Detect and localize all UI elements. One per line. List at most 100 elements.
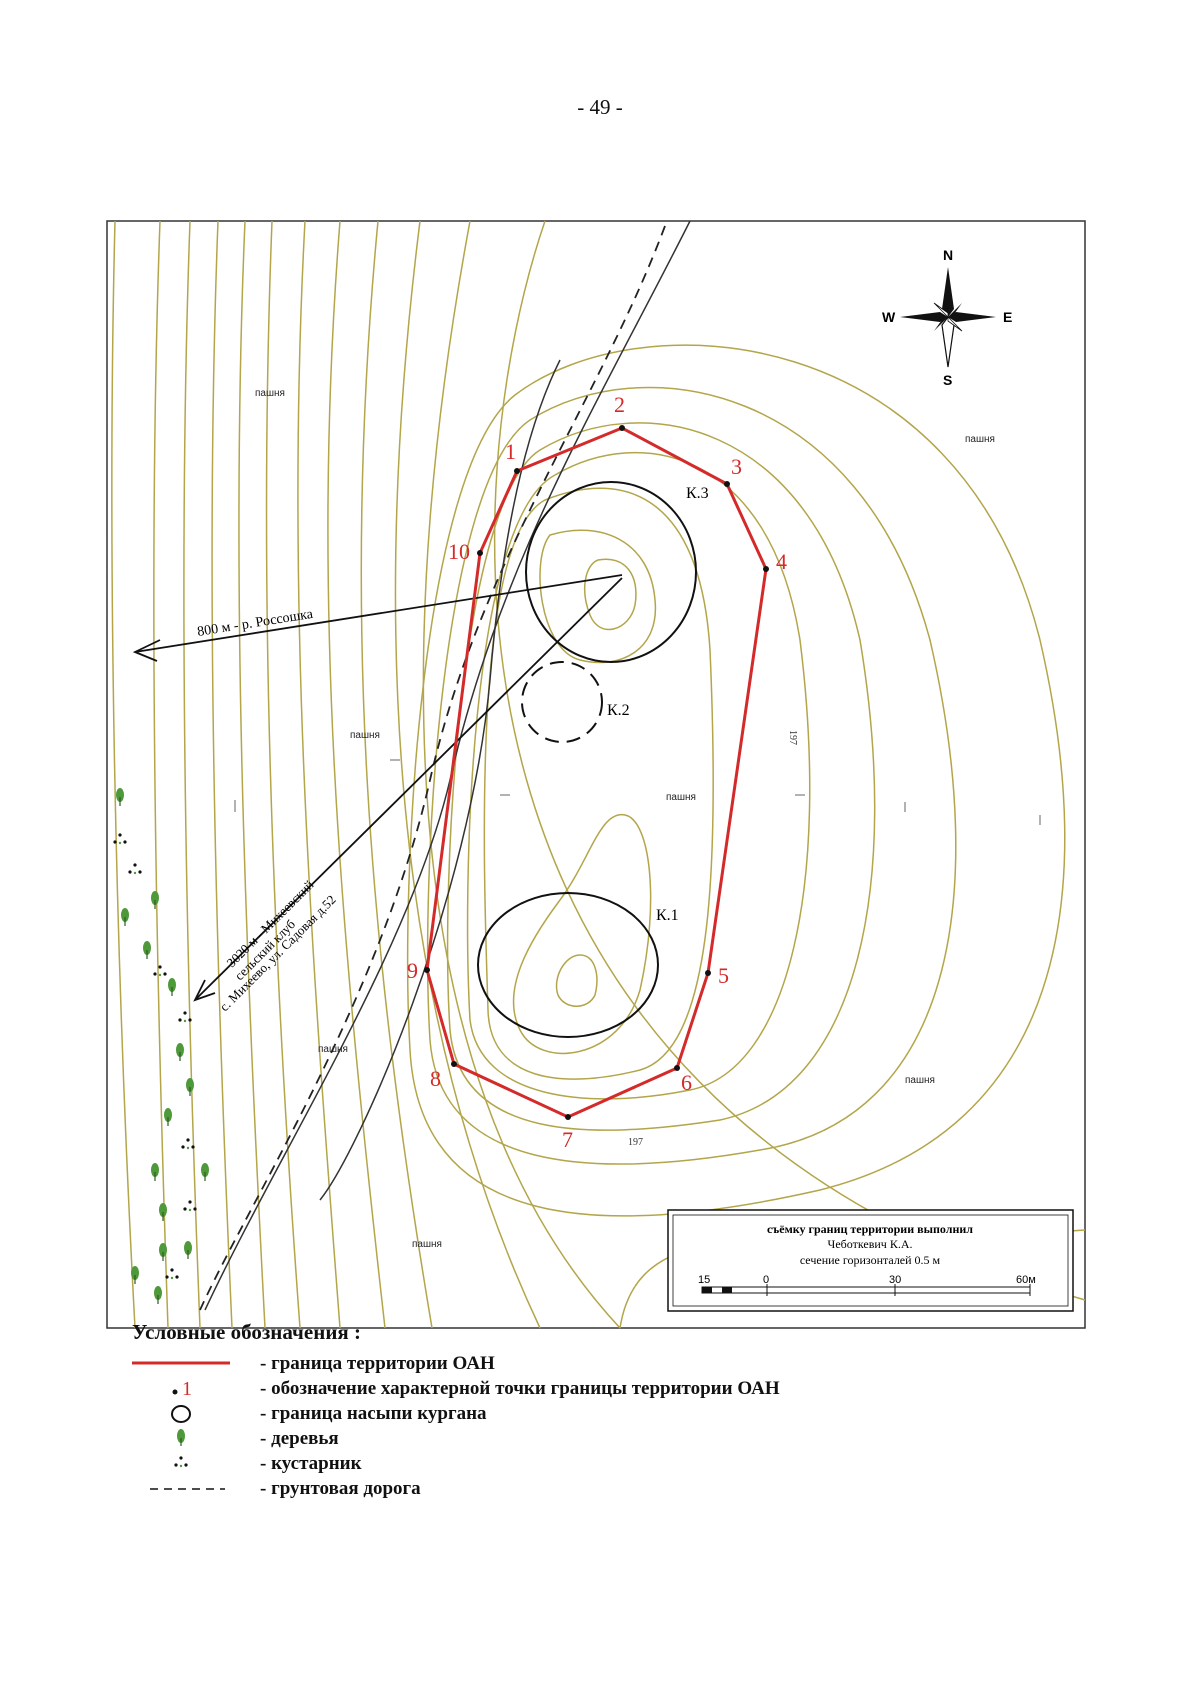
boundary-point-label: 3 [731, 454, 742, 479]
boundary-point-label: 10 [448, 539, 470, 564]
boundary-point-label: 4 [776, 549, 787, 574]
scale-label: 30 [889, 1274, 901, 1286]
tree-icon [143, 941, 151, 959]
contour-label: 197 [628, 1137, 643, 1148]
legend-item: - граница насыпи кургана [120, 1401, 1020, 1426]
boundary-point [565, 1114, 571, 1120]
shrub-icon [153, 965, 167, 977]
tree-icon [168, 978, 176, 996]
legend-text: - граница насыпи кургана [260, 1402, 487, 1424]
vegetation [113, 788, 209, 1304]
grid-ticks [234, 759, 1041, 825]
field-label: пашня [318, 1044, 348, 1055]
boundary-point [451, 1061, 457, 1067]
river-arrow-label: 800 м - р. Россошка [196, 607, 315, 640]
legend-text: - грунтовая дорога [260, 1477, 421, 1499]
mound-label: К.3 [686, 485, 709, 502]
boundary-point [619, 425, 625, 431]
tree-icon [184, 1241, 192, 1259]
club-arrow-labels: 3020 м - Михеевский сельский клуб с. Мих… [217, 877, 339, 1014]
survey-line1: съёмку границ территории выполнил [767, 1222, 973, 1236]
legend-item: - деревья [120, 1426, 1020, 1451]
shrub-icon [183, 1200, 197, 1212]
boundary-point [705, 970, 711, 976]
compass-s: S [943, 372, 952, 388]
legend-item: 1 - обозначение характерной точки границ… [120, 1376, 1020, 1401]
boundary-point [724, 481, 730, 487]
road-solid [204, 220, 691, 1311]
tree-icon [186, 1078, 194, 1096]
compass-e: E [1003, 309, 1012, 325]
tree-icon [154, 1286, 162, 1304]
legend-item: - кустарник [120, 1451, 1020, 1476]
tree-icon [151, 1163, 159, 1181]
mound-k2: К.2 [521, 661, 630, 743]
field-label: пашня [965, 434, 995, 445]
shrub-icon [120, 1451, 260, 1476]
field-label: пашня [905, 1075, 935, 1086]
boundary-point-label: 5 [718, 963, 729, 988]
boundary-point [674, 1065, 680, 1071]
boundary-point-label: 2 [614, 392, 625, 417]
boundary-point [514, 468, 520, 474]
scale-bar: 15 0 30 60м [698, 1274, 1036, 1296]
scale-label: 0 [763, 1274, 769, 1286]
legend-title: Условные обозначения : [132, 1320, 362, 1344]
shrub-icon [128, 863, 142, 875]
tree-icon [164, 1108, 172, 1126]
legend-road-symbol [120, 1476, 260, 1501]
scale-label: 60м [1016, 1274, 1036, 1286]
tree-icon [159, 1243, 167, 1261]
field-label: пашня [350, 730, 380, 741]
legend-text: - деревья [260, 1427, 339, 1449]
legend-text: - обозначение характерной точки границы … [260, 1377, 780, 1399]
tree-icon [151, 891, 159, 909]
shrub-icon [113, 833, 127, 845]
tree-icon [201, 1163, 209, 1181]
contour-label: 197 [787, 730, 798, 745]
field-label: пашня [412, 1239, 442, 1250]
legend-item: - граница территории ОАН [120, 1351, 1020, 1376]
tree-icon [120, 1426, 260, 1451]
field-label: пашня [666, 792, 696, 803]
page-number: - 49 - [577, 95, 623, 119]
field-label: пашня [255, 388, 285, 399]
boundary-point-label: 8 [430, 1066, 441, 1091]
compass-w: W [882, 309, 896, 325]
boundary-point-label: 6 [681, 1070, 692, 1095]
direction-arrows [132, 574, 623, 1002]
boundary-point [424, 967, 430, 973]
map-frame [106, 220, 1086, 1329]
legend-text: - граница территории ОАН [260, 1352, 495, 1374]
shrub-icon [181, 1138, 195, 1150]
survey-info-box: съёмку границ территории выполнил Чеботк… [667, 1209, 1074, 1312]
scale-label: 15 [698, 1274, 710, 1286]
boundary-point-label: 7 [562, 1127, 573, 1152]
boundary-point [763, 566, 769, 572]
mound-label: К.2 [607, 702, 630, 719]
shrub-icon [178, 1011, 192, 1023]
compass-rose: N S W E [882, 247, 1012, 388]
survey-line3: сечение горизонталей 0.5 м [800, 1253, 941, 1267]
legend: Условные обозначения : - граница террито… [120, 1320, 1020, 1501]
legend-text: - кустарник [260, 1452, 362, 1474]
shrub-icon [165, 1268, 179, 1280]
mound-label: К.1 [656, 907, 679, 924]
field-labels: пашня пашня пашня пашня пашня пашня пашн… [255, 388, 995, 1250]
survey-line2: Чеботкевич К.А. [828, 1237, 913, 1251]
mound-k1: К.1 [477, 892, 679, 1038]
tree-icon [159, 1203, 167, 1221]
legend-boundary-symbol [120, 1351, 260, 1376]
tree-icon [176, 1043, 184, 1061]
tree-icon [121, 908, 129, 926]
dirt-road [199, 225, 666, 1311]
legend-point-symbol: 1 [120, 1376, 260, 1401]
mound-k3: К.3 [525, 481, 709, 663]
legend-point-label: 1 [182, 1378, 192, 1400]
boundary-point-label: 9 [407, 958, 418, 983]
tree-icon [131, 1266, 139, 1284]
tree-icon [116, 788, 124, 806]
contour-lines [111, 220, 1086, 1329]
